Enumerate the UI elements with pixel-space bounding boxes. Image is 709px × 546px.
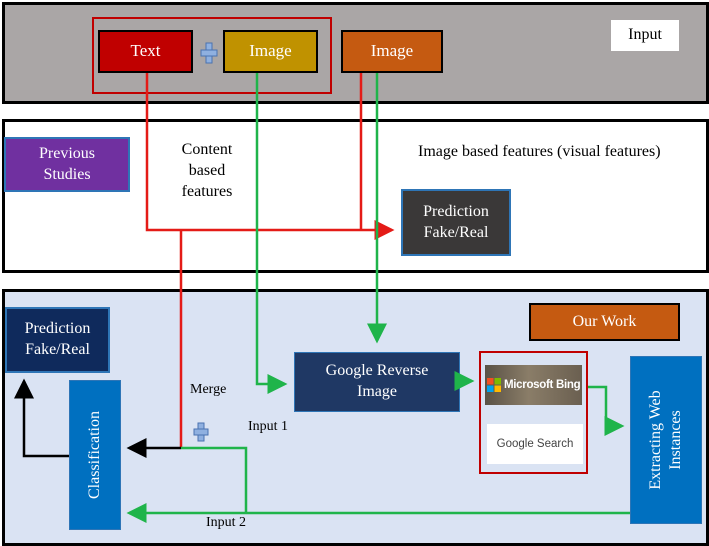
- input-label: Input: [611, 20, 679, 51]
- prediction-box-our-work: Prediction Fake/Real: [5, 307, 110, 373]
- content-features-label: Content based features: [181, 141, 233, 200]
- plus-icon: [200, 40, 218, 66]
- green-merge-branch: [181, 446, 248, 513]
- microsoft-logo-icon: [487, 378, 501, 392]
- our-work-label: Our Work: [529, 303, 680, 341]
- prediction-box-previous: Prediction Fake/Real: [401, 189, 511, 256]
- image-input-box-1: Image: [223, 30, 318, 73]
- text-input-box: Text: [98, 30, 193, 73]
- red-text-connector: [145, 73, 395, 240]
- image-features-label: Image based features (visual features): [418, 143, 661, 160]
- google-search-bar: Google Search: [487, 424, 583, 464]
- classification-box: Classification: [69, 380, 121, 530]
- image-input-box-2: Image: [341, 30, 443, 73]
- input-2-label: Input 2: [206, 515, 247, 530]
- green-image1-connector: [255, 73, 288, 394]
- input-1-label: Input 1: [248, 419, 289, 434]
- green-search-to-extract: [588, 385, 625, 436]
- text-image-group-outline: [92, 17, 332, 94]
- merge-label: Merge: [190, 382, 227, 397]
- microsoft-bing-banner: Microsoft Bing: [485, 365, 582, 405]
- extracting-web-instances-box: Extracting Web Instances: [630, 356, 702, 524]
- microsoft-bing-label: Microsoft Bing: [504, 379, 581, 391]
- previous-studies-box: Previous Studies: [4, 137, 130, 192]
- google-reverse-image-box: Google Reverse Image: [294, 352, 460, 412]
- merge-plus-icon: [193, 422, 209, 442]
- black-classify-to-prediction: [13, 378, 69, 458]
